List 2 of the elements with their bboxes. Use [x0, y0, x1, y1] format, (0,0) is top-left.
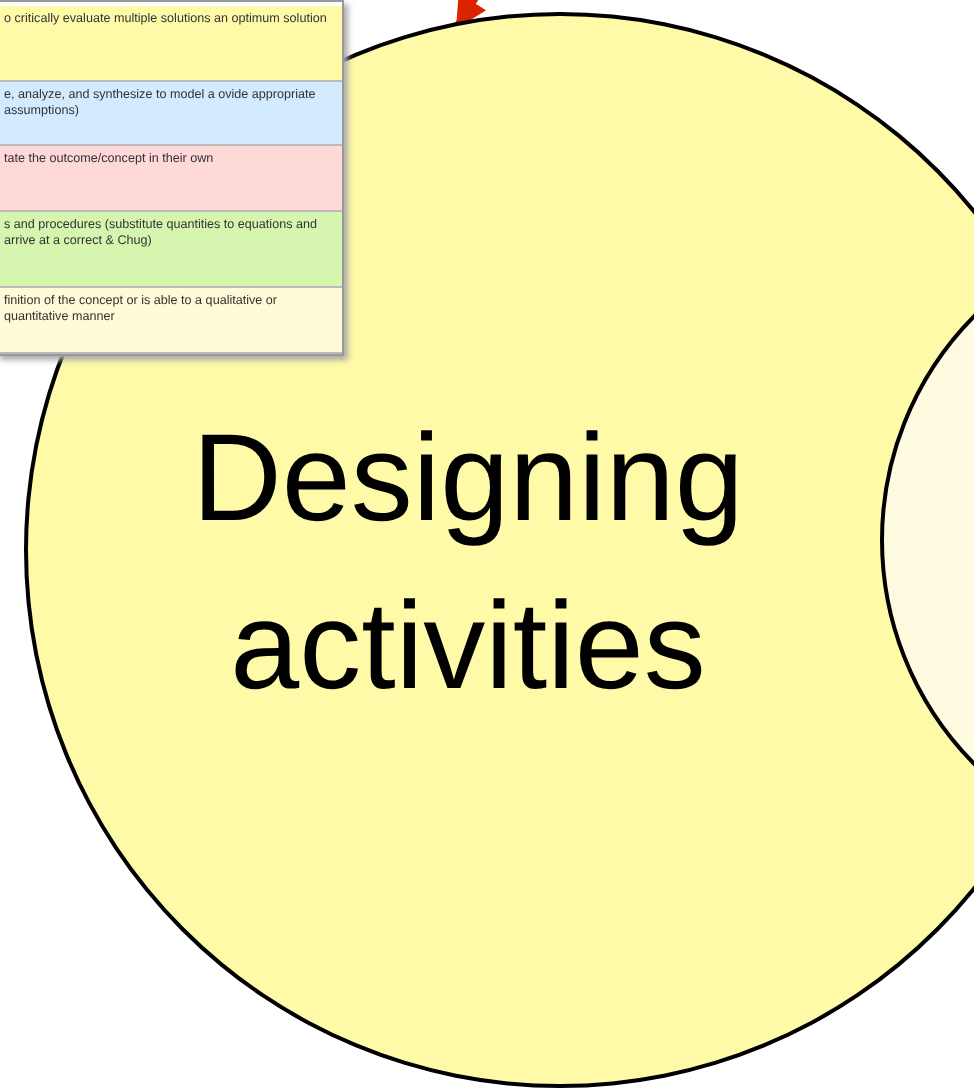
rubric-table	[0, 0, 344, 356]
topic-title: Designing activities	[190, 408, 746, 720]
